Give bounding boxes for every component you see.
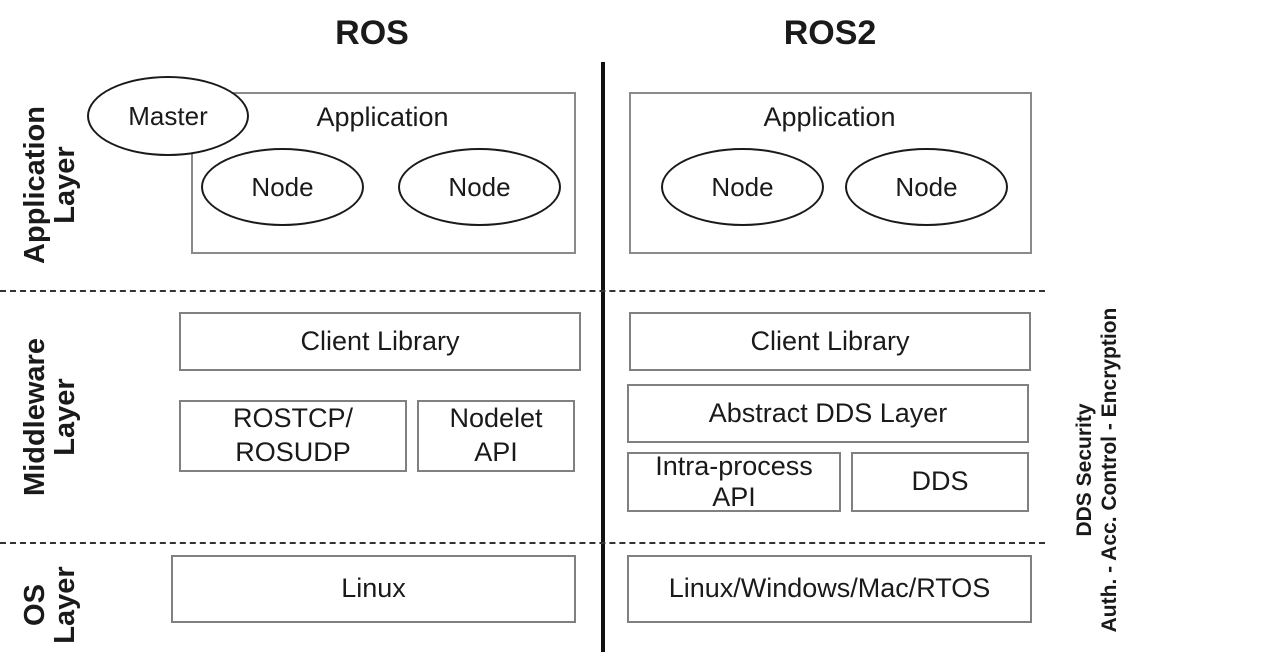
ros2-application-box [629,92,1032,254]
ros2-column-title: ROS2 [783,14,877,52]
ros-transport-box: ROSTCP/ ROSUDP [179,400,407,472]
ros-nodelet-api-box: Nodelet API [417,400,575,472]
ros-master-node: Master [87,76,249,156]
ros-node-1: Node [201,148,364,226]
ros2-node-2: Node [845,148,1008,226]
ros2-dds-box: DDS [851,452,1029,512]
middleware-layer-label: Middleware Layer [19,338,81,496]
application-layer-label: Application Layer [19,106,81,264]
ros2-application-label: Application [763,102,896,132]
dds-security-label: DDS Security Auth. - Acc. Control - Encr… [1073,307,1121,633]
ros2-intra-process-api-box: Intra-process API [627,451,841,512]
layer-separator-middleware-os [0,542,1045,544]
ros-node-2: Node [398,148,561,226]
column-divider [601,62,605,652]
ros2-node-1: Node [661,148,824,226]
ros-client-library-box: Client Library [179,312,581,371]
ros-application-box [191,92,576,254]
ros-application-label: Application [316,102,449,132]
ros2-client-library-box: Client Library [629,312,1031,371]
layer-separator-app-middleware [0,290,1045,292]
ros-os-box: Linux [171,555,576,623]
ros2-abstract-dds-box: Abstract DDS Layer [627,384,1029,443]
ros2-os-box: Linux/Windows/Mac/RTOS [627,555,1032,623]
os-layer-label: OS Layer [19,566,81,644]
ros-column-title: ROS [335,14,409,52]
